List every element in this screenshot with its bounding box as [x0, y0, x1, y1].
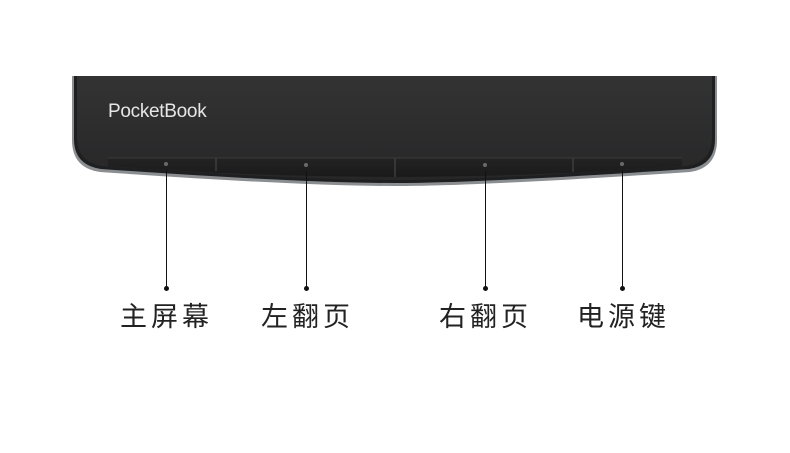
- brand-logo: PocketBook: [108, 101, 207, 122]
- power-button-anchor: [620, 162, 624, 166]
- leader-dot-page-forward: [483, 286, 488, 291]
- home-button-anchor: [164, 162, 168, 166]
- back-button-anchor: [304, 163, 308, 167]
- forward-button-anchor: [483, 163, 487, 167]
- leader-dot-main-screen: [164, 286, 169, 291]
- label-power: 电源键: [577, 302, 670, 333]
- device-body: [77, 76, 712, 180]
- label-page-back: 左翻页: [261, 302, 354, 333]
- label-main-screen: 主屏幕: [120, 302, 213, 333]
- leader-line-power: [622, 170, 623, 288]
- leader-dot-power: [620, 286, 625, 291]
- ereader-device: [72, 76, 717, 186]
- leader-line-page-forward: [485, 171, 486, 288]
- leader-dot-page-back: [304, 286, 309, 291]
- label-page-forward: 右翻页: [439, 302, 532, 333]
- leader-line-page-back: [306, 171, 307, 288]
- leader-line-main-screen: [166, 170, 167, 288]
